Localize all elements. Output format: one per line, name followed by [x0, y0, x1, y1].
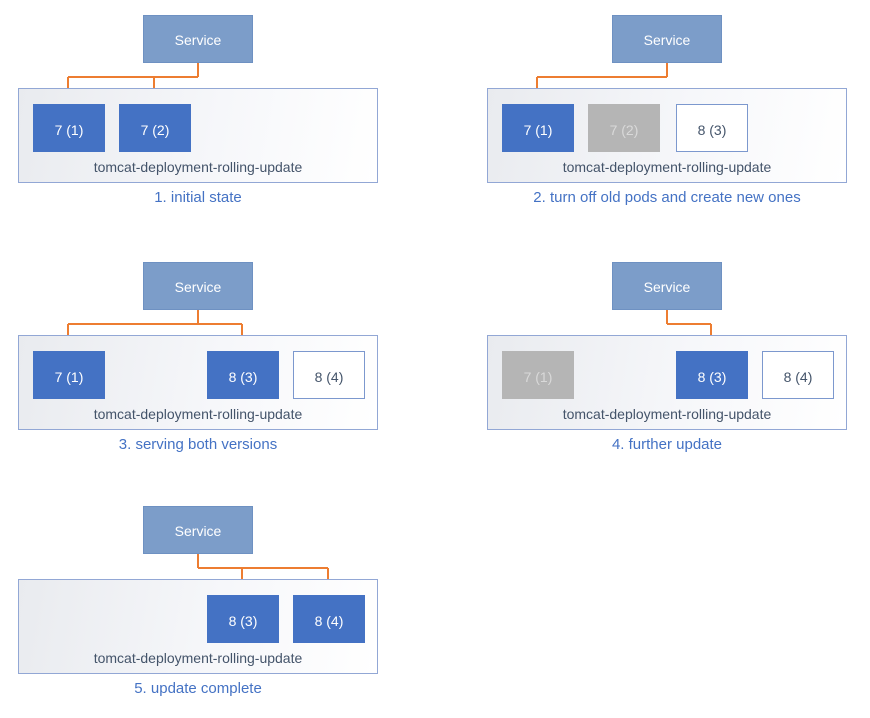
pod-8-4: 8 (4)	[293, 595, 365, 643]
service-box: Service	[143, 15, 253, 63]
stage-caption: 2. turn off old pods and create new ones	[533, 189, 801, 206]
pod-label: 7 (1)	[523, 121, 553, 138]
pod-7-1: 7 (1)	[33, 351, 105, 399]
deployment-label: tomcat-deployment-rolling-update	[93, 406, 303, 422]
pod-8-3: 8 (3)	[676, 351, 748, 399]
pod-label: 8 (3)	[697, 368, 727, 385]
service-box: Service	[612, 262, 722, 310]
service-label: Service	[174, 32, 222, 48]
deployment-box: 7 (1) 8 (3) 8 (4) tomcat-deployment-rolling…	[487, 335, 847, 430]
pod-label: 7 (2)	[140, 121, 170, 138]
service-label: Service	[174, 279, 222, 295]
pod-8-3: 8 (3)	[207, 351, 279, 399]
stage-caption: 3. serving both versions	[118, 436, 278, 453]
service-box: Service	[612, 15, 722, 63]
pod-8-3: 8 (3)	[207, 595, 279, 643]
pod-8-4: 8 (4)	[762, 351, 834, 399]
deployment-label: tomcat-deployment-rolling-update	[562, 406, 772, 422]
service-box: Service	[143, 262, 253, 310]
deployment-box: 7 (1) 7 (2) 8 (3) tomcat-deployment-rolling…	[487, 88, 847, 183]
pod-label: 8 (4)	[314, 368, 344, 385]
service-label: Service	[174, 523, 222, 539]
pod-label: 7 (1)	[54, 121, 84, 138]
deployment-label: tomcat-deployment-rolling-update	[562, 159, 772, 175]
pod-label: 8 (3)	[697, 121, 727, 138]
pod-7-2: 7 (2)	[588, 104, 660, 152]
deployment-box: 7 (1) 8 (3) 8 (4) tomcat-deployment-rolling…	[18, 335, 378, 430]
pod-label: 7 (1)	[523, 368, 553, 385]
deployment-label: tomcat-deployment-rolling-update	[93, 159, 303, 175]
pod-7-2: 7 (2)	[119, 104, 191, 152]
stage-panel-1: Service 7 (1) 7 (2) tomcat-deployment-rolli…	[0, 0, 400, 215]
stage-caption: 5. update complete	[134, 680, 262, 697]
pod-7-1: 7 (1)	[502, 351, 574, 399]
pod-label: 8 (3)	[228, 612, 258, 629]
pod-label: 7 (1)	[54, 368, 84, 385]
stage-panel-3: Service 7 (1) 8 (3) 8 (4) tomcat-deployment-…	[0, 247, 400, 462]
stage-caption: 4. further update	[611, 436, 723, 453]
pod-label: 8 (3)	[228, 368, 258, 385]
stage-panel-4: Service 7 (1) 8 (3) 8 (4) tomcat-deployment-…	[469, 247, 869, 462]
pod-8-3: 8 (3)	[676, 104, 748, 152]
pod-label: 8 (4)	[783, 368, 813, 385]
deployment-box: 8 (3) 8 (4) tomcat-deployment-rolling-upda…	[18, 579, 378, 674]
deployment-label: tomcat-deployment-rolling-update	[93, 650, 303, 666]
pod-label: 7 (2)	[609, 121, 639, 138]
pod-label: 8 (4)	[314, 612, 344, 629]
service-label: Service	[643, 32, 691, 48]
pod-7-1: 7 (1)	[502, 104, 574, 152]
stage-caption: 1. initial state	[154, 189, 242, 206]
service-box: Service	[143, 506, 253, 554]
stage-panel-2: Service 7 (1) 7 (2) 8 (3) tomcat-deployment-…	[469, 0, 869, 215]
pod-7-1: 7 (1)	[33, 104, 105, 152]
deployment-box: 7 (1) 7 (2) tomcat-deployment-rolling-upda…	[18, 88, 378, 183]
stage-panel-5: Service 8 (3) 8 (4) tomcat-deployment-rolli…	[0, 491, 400, 706]
pod-8-4: 8 (4)	[293, 351, 365, 399]
service-label: Service	[643, 279, 691, 295]
